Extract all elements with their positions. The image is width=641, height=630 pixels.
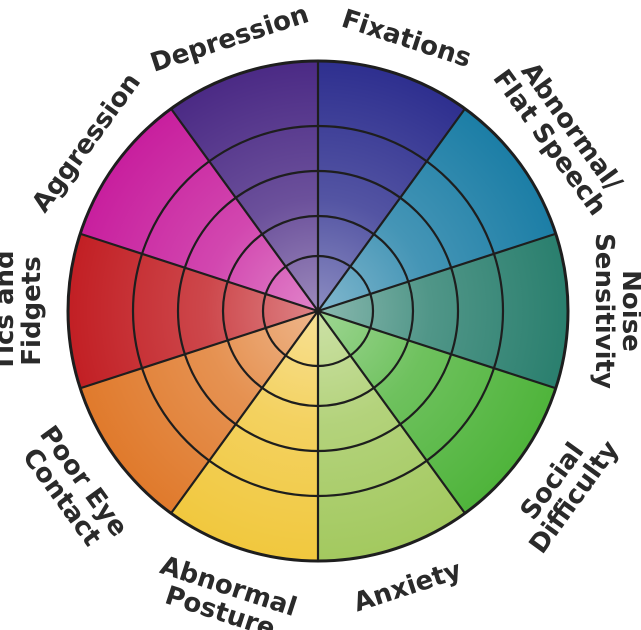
spoke-8 <box>79 309 319 390</box>
spoke-2 <box>317 108 466 312</box>
label-noise-sensitivity-line-1: Noise <box>616 270 641 352</box>
label-tics-and-fidgets-line-2: Fidgets <box>17 256 47 365</box>
spoke-10 <box>170 108 319 312</box>
label-noise-sensitivity-line-2: Sensitivity <box>589 233 619 389</box>
wheel-spokes <box>79 61 557 561</box>
spoke-4 <box>317 309 557 390</box>
spoke-9 <box>79 232 319 313</box>
spoke-3 <box>317 232 557 313</box>
label-anxiety: Anxiety <box>350 555 465 618</box>
spoke-7 <box>170 310 319 514</box>
label-anxiety-line-1: Anxiety <box>350 555 465 618</box>
label-tics-and-fidgets-line-1: Tics and <box>0 250 20 371</box>
spoke-5 <box>317 310 466 514</box>
